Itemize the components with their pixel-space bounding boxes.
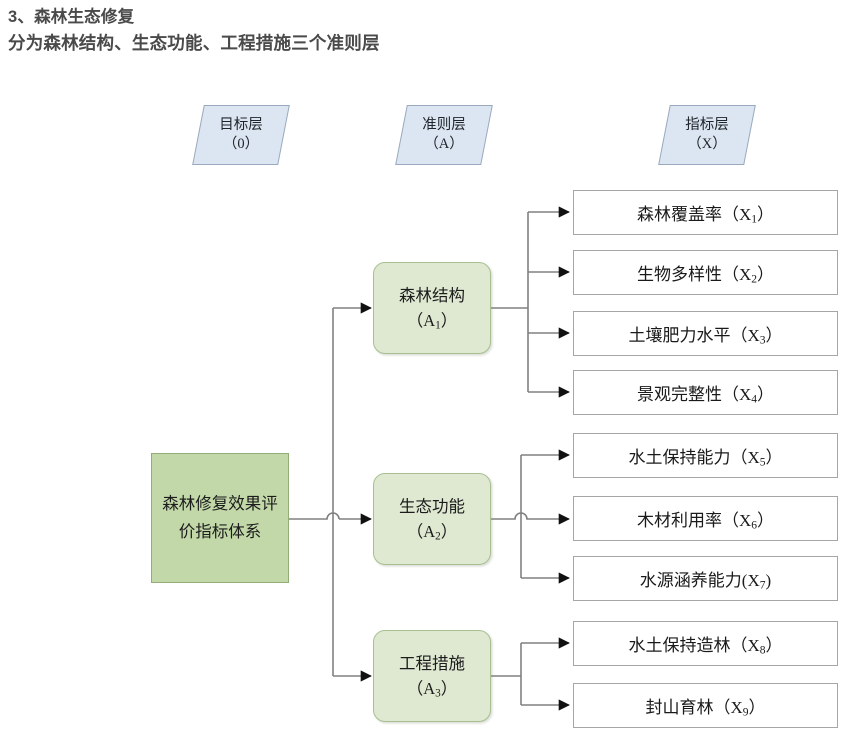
indicator-box-x3-label: 土壤肥力水平（X3） xyxy=(628,326,783,347)
criteria-layer-header-title: 准则层 xyxy=(422,117,466,133)
indicator-box-x8-label: 水土保持造林（X8） xyxy=(628,636,783,657)
indicator-box-x6-label: 木材利用率（X6） xyxy=(636,511,775,532)
indicator-box-x2[interactable]: 生物多样性（X2） xyxy=(573,250,838,295)
goal-layer-header-title: 目标层 xyxy=(219,117,263,133)
wire-a2-stub-hop xyxy=(491,512,570,525)
goal-box[interactable]: 森林修复效果评价指标体系 xyxy=(151,453,289,583)
criteria-box-a3[interactable]: 工程措施 （A3） xyxy=(373,630,491,722)
heading-title: 3、森林生态修复 xyxy=(8,8,135,26)
criteria-box-a3-code: （A3） xyxy=(406,679,458,700)
criteria-box-a1[interactable]: 森林结构 （A1） xyxy=(373,262,491,354)
indicator-box-x9[interactable]: 封山育林（X9） xyxy=(573,683,838,728)
indicator-box-x1[interactable]: 森林覆盖率（X1） xyxy=(573,190,838,235)
indicator-box-x4-label: 景观完整性（X4） xyxy=(636,385,775,406)
criteria-box-a3-label: 工程措施 xyxy=(399,654,465,673)
wire-goal-stub-hop xyxy=(289,512,340,520)
indicator-box-x5-label: 水土保持能力（X5） xyxy=(628,448,783,469)
indicator-box-x4[interactable]: 景观完整性（X4） xyxy=(573,370,838,415)
page-heading: 3、森林生态修复 分为森林结构、生态功能、工程措施三个准则层 xyxy=(8,6,708,55)
indicator-box-x2-label: 生物多样性（X2） xyxy=(636,265,775,286)
criteria-box-a2[interactable]: 生态功能 （A2） xyxy=(373,473,491,565)
indicator-layer-header-title: 指标层 xyxy=(685,117,729,133)
goal-layer-header: 目标层 （0） xyxy=(192,105,290,165)
criteria-box-a2-code: （A2） xyxy=(406,522,458,543)
criteria-box-a1-label: 森林结构 xyxy=(399,286,465,305)
goal-box-label: 森林修复效果评价指标体系 xyxy=(162,494,278,541)
indicator-box-x3[interactable]: 土壤肥力水平（X3） xyxy=(573,311,838,356)
indicator-box-x1-label: 森林覆盖率（X1） xyxy=(636,205,775,226)
indicator-layer-header-code: （X） xyxy=(687,136,727,152)
goal-layer-header-code: （0） xyxy=(222,136,260,152)
indicator-box-x9-label: 封山育林（X9） xyxy=(645,698,766,719)
indicator-box-x5[interactable]: 水土保持能力（X5） xyxy=(573,433,838,478)
indicator-box-x7-label: 水源涵养能力(X7) xyxy=(639,571,772,592)
indicator-box-x6[interactable]: 木材利用率（X6） xyxy=(573,496,838,541)
indicator-box-x8[interactable]: 水土保持造林（X8） xyxy=(573,621,838,666)
heading-subtitle: 分为森林结构、生态功能、工程措施三个准则层 xyxy=(8,33,380,53)
indicator-layer-header: 指标层 （X） xyxy=(658,105,756,165)
criteria-layer-header: 准则层 （A） xyxy=(395,105,493,165)
criteria-box-a2-label: 生态功能 xyxy=(399,497,465,516)
indicator-box-x7[interactable]: 水源涵养能力(X7) xyxy=(573,556,838,601)
criteria-box-a1-code: （A1） xyxy=(406,311,458,332)
criteria-layer-header-code: （A） xyxy=(424,136,464,152)
